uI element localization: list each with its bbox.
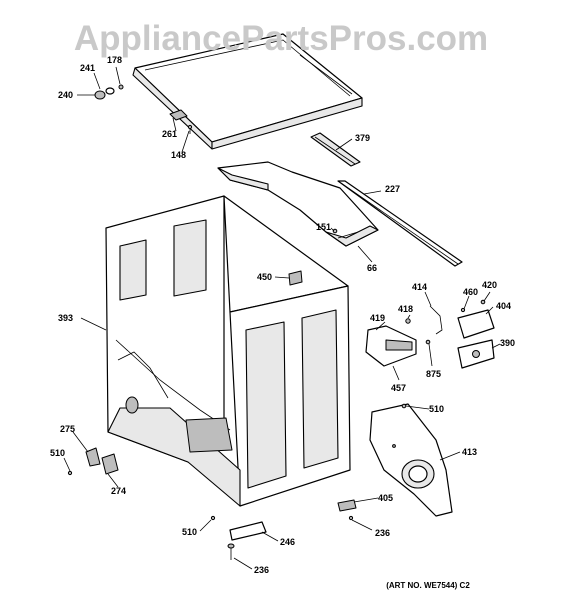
leader-lines	[63, 66, 501, 570]
part-label: 66	[367, 263, 377, 273]
cover-plates	[457, 299, 495, 369]
bracket-405	[337, 499, 357, 521]
top-cover-panel	[132, 33, 363, 150]
part-label: 460	[463, 287, 478, 297]
part-label: 414	[412, 282, 427, 292]
part-label: 419	[370, 313, 385, 323]
cabinet-body	[105, 195, 351, 507]
long-rail-227	[337, 180, 463, 267]
part-label: 404	[496, 301, 511, 311]
part-label: 261	[162, 129, 177, 139]
part-label: 510	[50, 448, 65, 458]
part-label: 236	[254, 565, 269, 575]
part-label: 275	[60, 424, 75, 434]
part-label: 413	[462, 447, 477, 457]
part-label: 418	[398, 304, 413, 314]
part-label: 393	[58, 313, 73, 323]
part-label: 390	[500, 338, 515, 348]
part-label: 241	[80, 63, 95, 73]
part-label: 875	[426, 369, 441, 379]
part-label: 405	[378, 493, 393, 503]
part-label: 510	[429, 404, 444, 414]
switch-parts	[67, 447, 119, 476]
hinge-strip-379	[310, 132, 361, 167]
part-label: 379	[355, 133, 370, 143]
part-label: 274	[111, 486, 126, 496]
part-label: 457	[391, 383, 406, 393]
part-label: 240	[58, 90, 73, 100]
part-label: 236	[375, 528, 390, 538]
watermark: AppliancePartsPros.com	[74, 19, 488, 58]
part-label: 227	[385, 184, 400, 194]
small-bracket-261	[169, 109, 193, 134]
part-label: 510	[182, 527, 197, 537]
part-label: 450	[257, 272, 272, 282]
part-label: 420	[482, 280, 497, 290]
bottom-bracket-246	[210, 515, 267, 560]
part-label: 151	[316, 222, 331, 232]
top-support-bracket	[217, 161, 379, 247]
part-number-labels: 241 178 240 261 148 379 227 151 66 450 3…	[50, 55, 515, 575]
art-number: (ART NO. WE7544) C2	[386, 581, 470, 590]
part-label: 178	[107, 55, 122, 65]
bracket-450	[288, 270, 303, 286]
part-label: 148	[171, 150, 186, 160]
front-panel-413	[369, 403, 453, 517]
terminal-block-assembly	[365, 305, 466, 367]
part-label: 246	[280, 537, 295, 547]
